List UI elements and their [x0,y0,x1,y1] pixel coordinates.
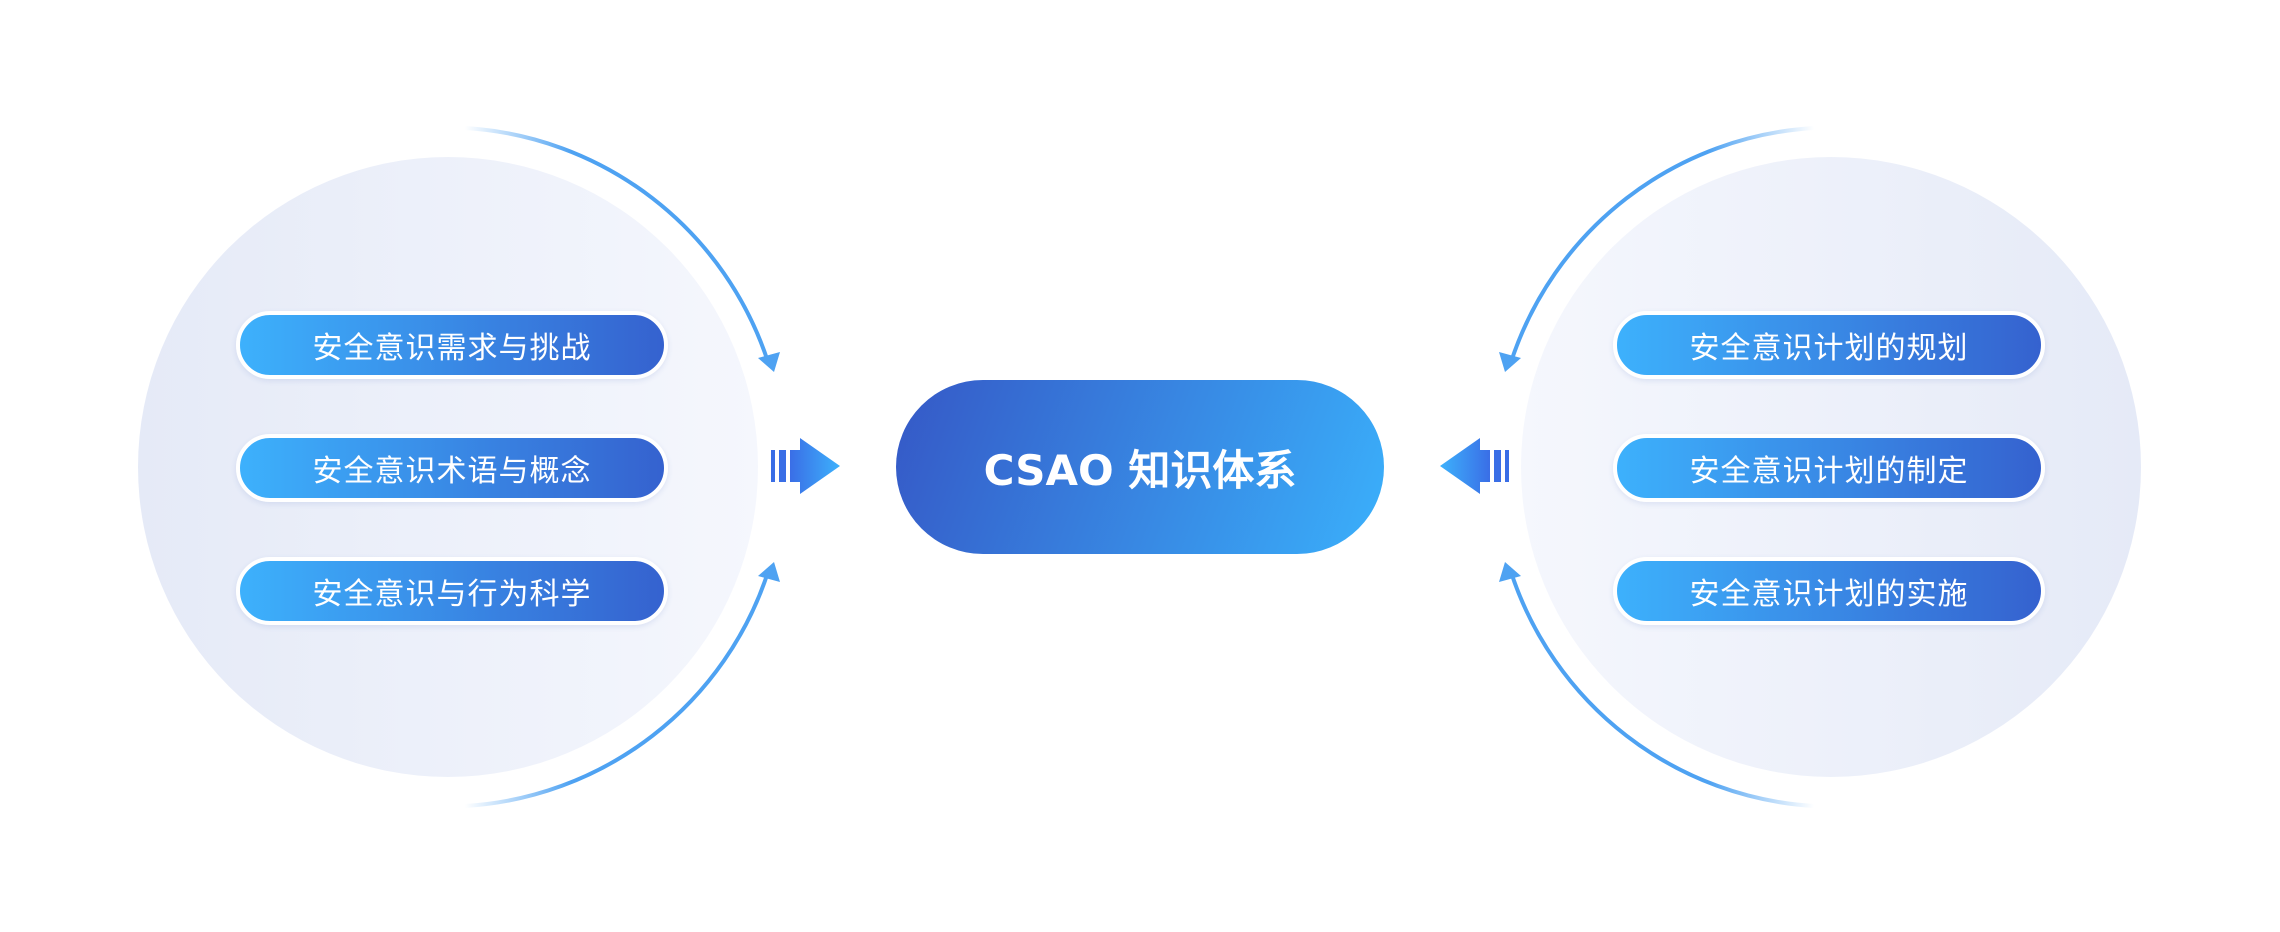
arrowhead-icon [1499,352,1521,372]
arrowhead-icon [758,352,780,372]
arc-left-bottom [464,571,770,808]
right-item-2: 安全意识计划的制定 [1613,434,2045,502]
arc-right-bottom [1509,571,1815,808]
center-title-node: CSAO 知识体系 [896,380,1384,554]
left-item-3: 安全意识与行为科学 [236,557,668,625]
arrowhead-icon [1499,562,1521,582]
left-item-2: 安全意识术语与概念 [236,434,668,502]
arrow-left-icon [1440,438,1509,494]
arrowhead-icon [758,562,780,582]
right-item-1: 安全意识计划的规划 [1613,311,2045,379]
arc-left-top [464,126,770,363]
arc-right-top [1509,126,1815,363]
arrow-right-icon [771,438,840,494]
right-item-3: 安全意识计划的实施 [1613,557,2045,625]
left-item-1: 安全意识需求与挑战 [236,311,668,379]
